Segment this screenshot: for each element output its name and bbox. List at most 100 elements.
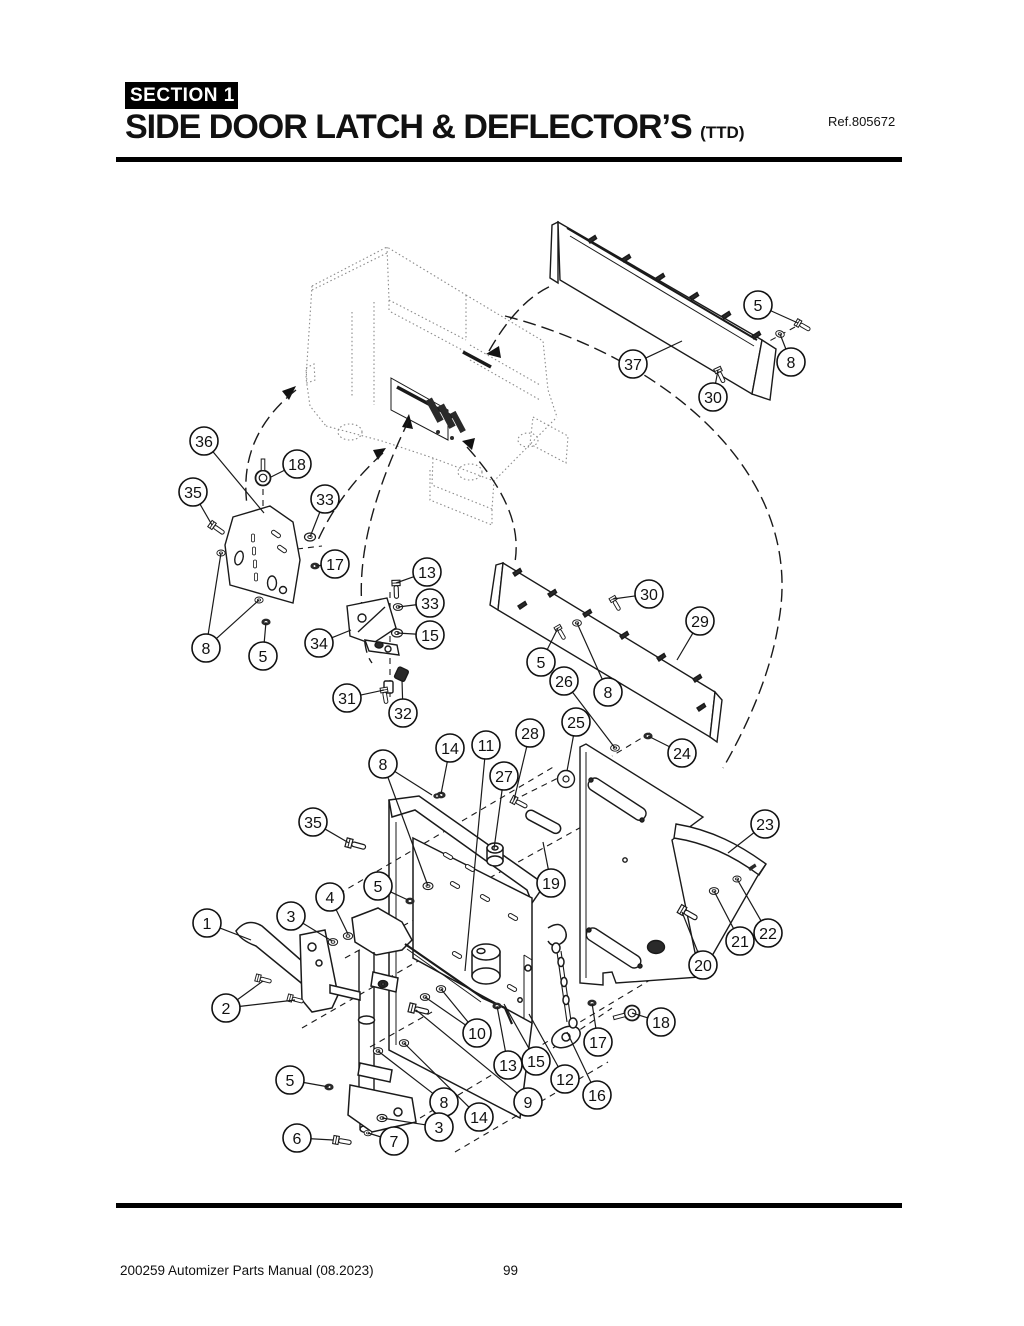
callout-35: 35: [298, 807, 328, 837]
callout-8: 8: [429, 1087, 459, 1117]
callout-14: 14: [435, 733, 465, 763]
svg-text:17: 17: [589, 1035, 607, 1052]
callout-23: 23: [750, 809, 780, 839]
svg-text:17: 17: [326, 557, 344, 574]
bracket-34: [346, 597, 410, 694]
page-title: SIDE DOOR LATCH & DEFLECTOR’S (TTD): [125, 108, 744, 147]
svg-text:5: 5: [259, 649, 268, 666]
section-label: SECTION 1: [125, 82, 238, 109]
callout-15: 15: [521, 1046, 551, 1076]
callout-35: 35: [178, 477, 208, 507]
callout-8: 8: [368, 749, 398, 779]
header-rule: [116, 157, 902, 162]
callout-34: 34: [304, 628, 334, 658]
rod-19: [525, 809, 562, 835]
svg-text:21: 21: [731, 934, 749, 951]
callout-5: 5: [275, 1065, 305, 1095]
svg-text:30: 30: [640, 587, 658, 604]
callout-31: 31: [332, 683, 362, 713]
svg-text:33: 33: [316, 492, 334, 509]
callout-12: 12: [550, 1064, 580, 1094]
callout-26: 26: [549, 666, 579, 696]
page-title-text: SIDE DOOR LATCH & DEFLECTOR’S: [125, 108, 693, 146]
svg-text:31: 31: [338, 691, 356, 708]
svg-text:7: 7: [390, 1134, 399, 1151]
footer-text: 200259 Automizer Parts Manual (08.2023): [120, 1263, 374, 1278]
callout-30: 30: [634, 579, 664, 609]
svg-text:5: 5: [537, 655, 546, 672]
svg-text:14: 14: [441, 741, 459, 758]
fasteners: [207, 318, 813, 1148]
footer-rule: [116, 1203, 902, 1208]
callout-19: 19: [536, 868, 566, 898]
callout-8: 8: [776, 347, 806, 377]
svg-text:8: 8: [604, 685, 613, 702]
truck-outline: [305, 246, 569, 526]
svg-text:9: 9: [524, 1095, 533, 1112]
callout-4: 4: [315, 882, 345, 912]
callout-8: 8: [191, 633, 221, 663]
svg-text:19: 19: [542, 876, 560, 893]
callout-10: 10: [462, 1018, 492, 1048]
svg-text:8: 8: [379, 757, 388, 774]
callout-13: 13: [412, 557, 442, 587]
svg-text:20: 20: [694, 958, 712, 975]
callout-15: 15: [415, 620, 445, 650]
svg-text:30: 30: [704, 390, 722, 407]
callout-2: 2: [211, 993, 241, 1023]
callout-18: 18: [282, 449, 312, 479]
callout-9: 9: [513, 1087, 543, 1117]
callout-25: 25: [561, 707, 591, 737]
callout-22: 22: [753, 918, 783, 948]
callout-6: 6: [282, 1123, 312, 1153]
callout-33: 33: [415, 588, 445, 618]
callout-30: 30: [698, 382, 728, 412]
callout-11: 11: [471, 730, 501, 760]
callout-1: 1: [192, 908, 222, 938]
bushing-27: [486, 842, 504, 867]
svg-text:33: 33: [421, 596, 439, 613]
callout-5: 5: [363, 871, 393, 901]
svg-text:5: 5: [374, 879, 383, 896]
svg-text:6: 6: [293, 1131, 302, 1148]
callout-8: 8: [593, 677, 623, 707]
top-clamp: [351, 907, 413, 956]
svg-text:16: 16: [588, 1088, 606, 1105]
svg-text:14: 14: [470, 1110, 488, 1127]
svg-text:10: 10: [468, 1026, 486, 1043]
svg-text:13: 13: [418, 565, 436, 582]
deflector-panel-37: [549, 220, 777, 401]
callout-7: 7: [379, 1126, 409, 1156]
knob-20: [646, 939, 666, 955]
callout-3: 3: [276, 901, 306, 931]
callout-17: 17: [583, 1027, 613, 1057]
latch-part-32: [393, 666, 410, 683]
svg-text:15: 15: [527, 1054, 545, 1071]
svg-text:37: 37: [624, 357, 642, 374]
svg-text:22: 22: [759, 926, 777, 943]
svg-text:13: 13: [499, 1058, 517, 1075]
callout-16: 16: [582, 1080, 612, 1110]
svg-text:15: 15: [421, 628, 439, 645]
svg-text:3: 3: [287, 909, 296, 926]
page-number: 99: [503, 1263, 519, 1278]
pointer-arrows: [282, 346, 501, 460]
callout-13: 13: [493, 1050, 523, 1080]
svg-text:12: 12: [556, 1072, 574, 1089]
page-title-suffix: (TTD): [700, 123, 745, 142]
callout-14: 14: [464, 1102, 494, 1132]
foot-bracket: [347, 1084, 417, 1133]
svg-text:35: 35: [304, 815, 322, 832]
callout-28: 28: [515, 718, 545, 748]
svg-text:24: 24: [673, 746, 691, 763]
svg-text:27: 27: [495, 769, 513, 786]
callout-5: 5: [248, 641, 278, 671]
callout-5: 5: [526, 647, 556, 677]
svg-text:32: 32: [394, 706, 412, 723]
leader-curves: [245, 284, 783, 769]
eye-bolt-18a: [254, 458, 272, 487]
callout-29: 29: [685, 606, 715, 636]
